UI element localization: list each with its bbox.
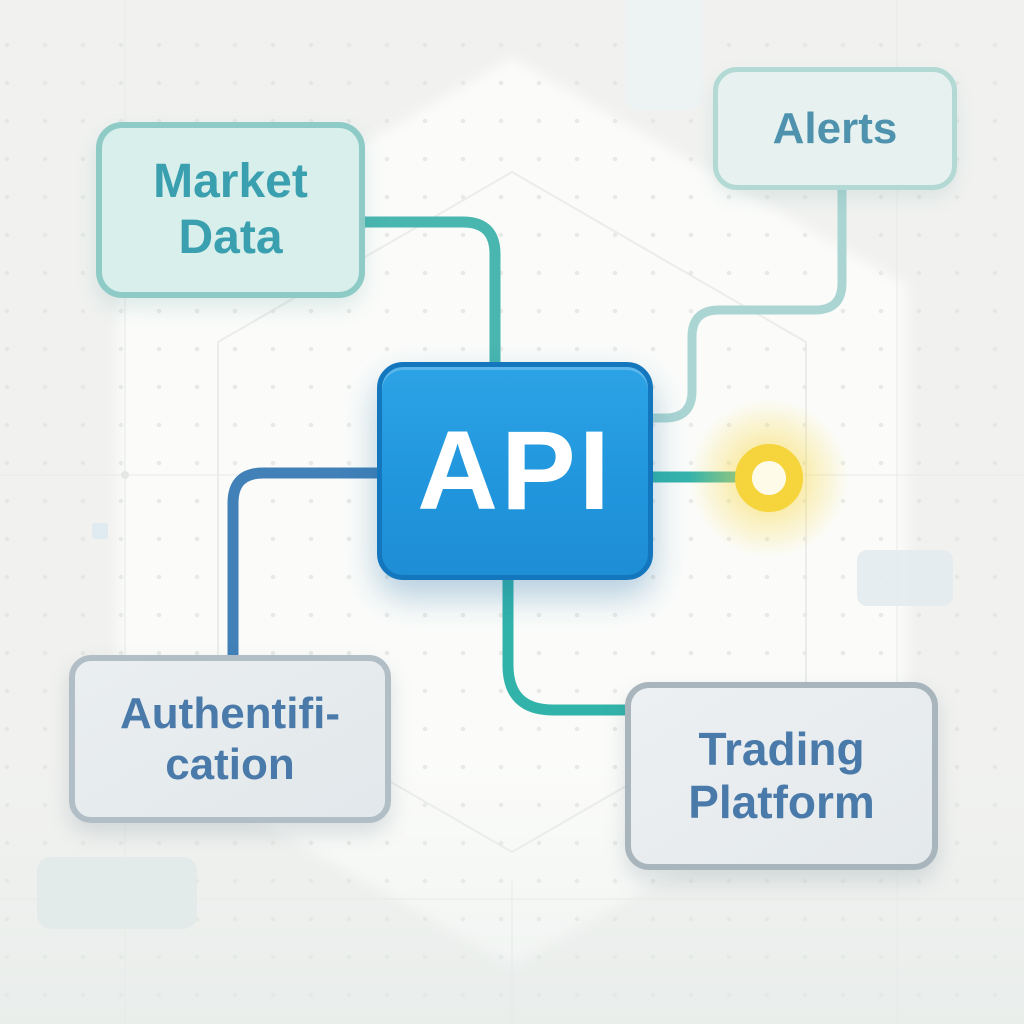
connector-api-authentification [227,467,379,657]
decor-rect-right [857,550,953,606]
endpoint-circle-center [752,461,786,495]
api-node: API [377,362,653,580]
market-data-label: Market Data [153,155,308,264]
alerts-node: Alerts [713,67,957,190]
endpoint-circle-ring [735,444,803,512]
decor-rect-top-band [625,0,703,110]
connector-market-data-api [360,216,501,364]
connector-api-trading-platform [502,578,627,716]
trading-platform-node: Trading Platform [625,682,938,870]
alerts-label: Alerts [772,103,898,153]
api-label: API [417,408,613,534]
authentification-label: Authentifi-cation [120,688,340,789]
authentification-node: Authentifi-cation [69,655,391,823]
decor-square-left [92,523,108,539]
trading-platform-label: Trading Platform [688,722,875,828]
connector-alerts-api [651,188,847,423]
market-data-node: Market Data [96,122,365,298]
guide-intersection-dot [121,471,129,479]
